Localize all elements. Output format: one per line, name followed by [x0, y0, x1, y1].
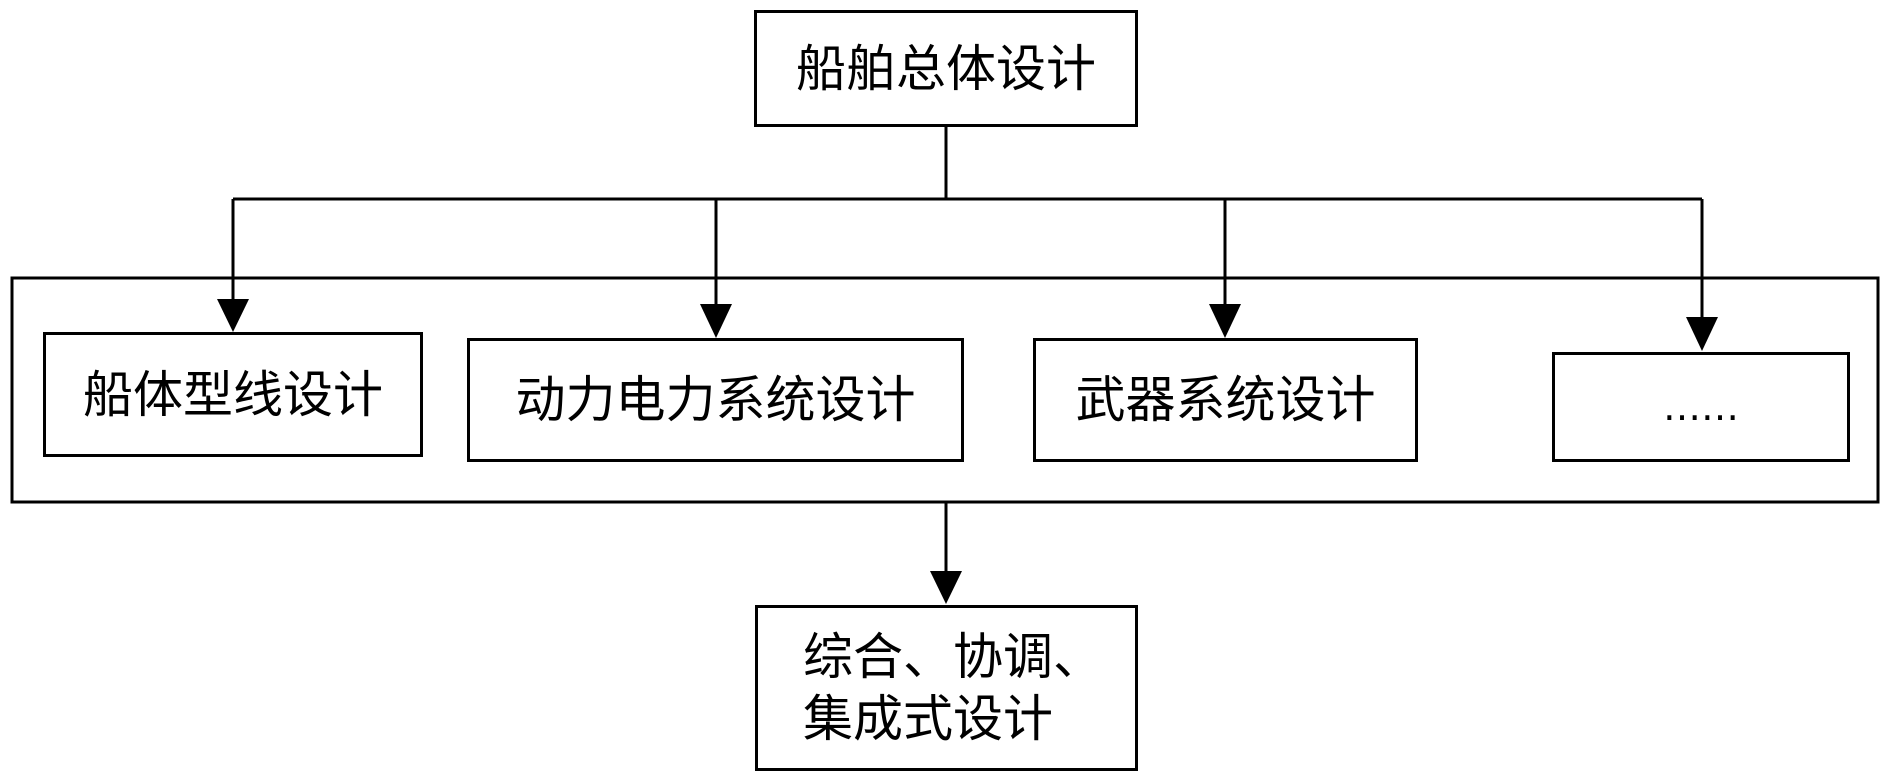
bottom-node-integrated-design: 综合、协调、 集成式设计 — [755, 605, 1138, 771]
arrowhead-module-4 — [1686, 317, 1718, 351]
module-label: …… — [1663, 384, 1739, 429]
arrowhead-module-2 — [700, 304, 732, 338]
bottom-node-line-2: 集成式设计 — [803, 690, 1053, 748]
top-node-label: 船舶总体设计 — [796, 39, 1096, 98]
arrowhead-module-3 — [1209, 304, 1241, 338]
arrowhead-bottom — [930, 571, 962, 604]
module-label: 动力电力系统设计 — [515, 371, 916, 429]
module-label: 武器系统设计 — [1075, 371, 1376, 429]
module-label: 船体型线设计 — [83, 365, 383, 424]
module-hull-lines-design: 船体型线设计 — [43, 332, 423, 457]
bottom-node-line-1: 综合、协调、 — [803, 627, 1103, 686]
arrowhead-module-1 — [217, 299, 249, 332]
module-ellipsis: …… — [1552, 352, 1850, 462]
module-weapon-system-design: 武器系统设计 — [1033, 338, 1418, 462]
module-power-electrical-system-design: 动力电力系统设计 — [467, 338, 964, 462]
top-node-ship-overall-design: 船舶总体设计 — [754, 10, 1138, 127]
